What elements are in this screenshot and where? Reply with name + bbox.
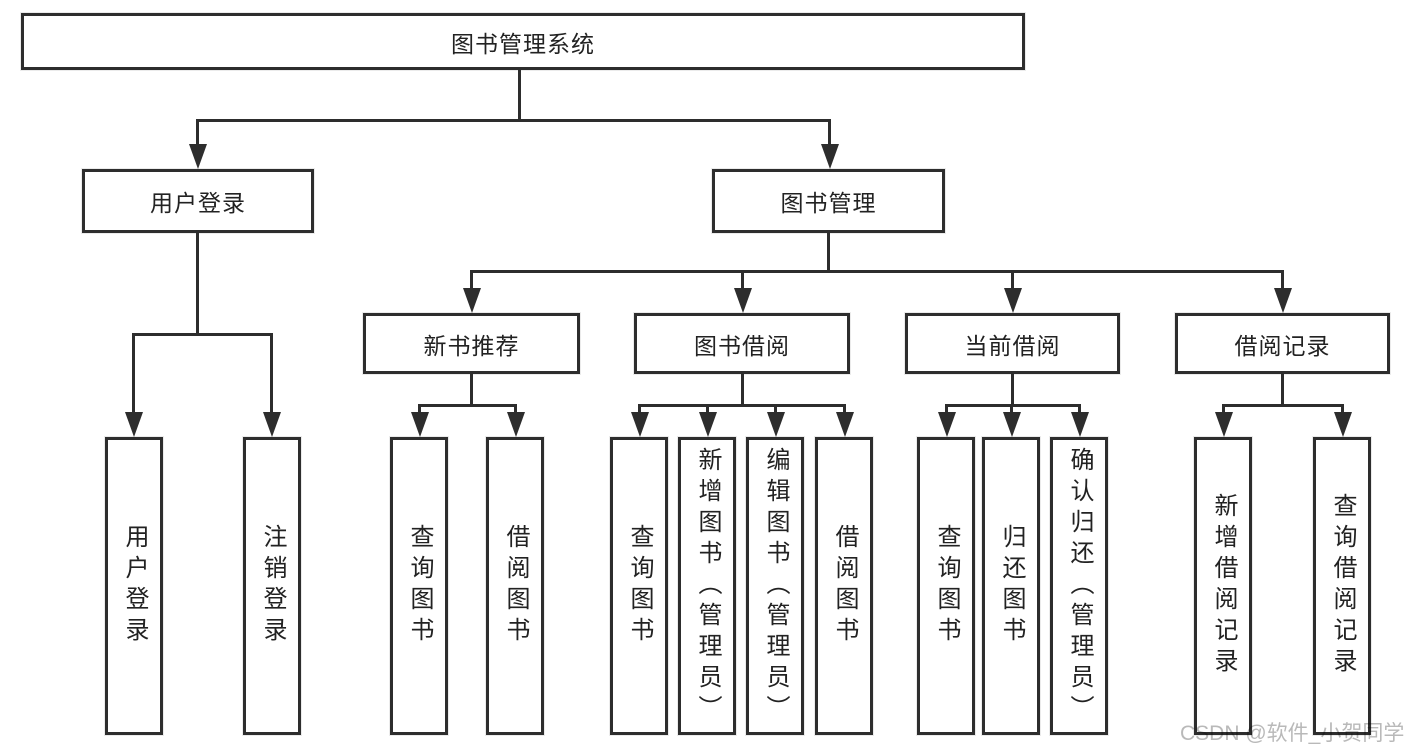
- arrowhead-down-icon: [411, 412, 429, 437]
- node-book-management-label: 图书管理: [780, 190, 877, 216]
- connector-drop: [741, 270, 744, 291]
- connector-group-rail: [1222, 404, 1344, 407]
- arrowhead-down-icon: [767, 412, 785, 437]
- leaf-current-query-books: 查询图书: [917, 437, 975, 735]
- watermark-text: CSDN @软件_小贺同学: [1180, 722, 1405, 745]
- arrowhead-down-icon: [125, 412, 143, 437]
- node-book-borrowing-label: 图书借阅: [694, 332, 790, 359]
- connector-drop: [706, 404, 709, 414]
- arrowhead-down-icon: [263, 412, 281, 437]
- leaf-current-return-books-label: 归还图书: [998, 524, 1025, 648]
- leaf-records-add-record: 新增借阅记录: [1194, 437, 1252, 735]
- leaf-borrowing-query-books: 查询图书: [610, 437, 668, 735]
- arrowhead-down-icon: [938, 412, 956, 437]
- leaf-recommend-query-books-label: 查询图书: [406, 524, 433, 648]
- leaf-borrowing-edit-books-admin: 编辑图书（管理员）: [746, 437, 804, 735]
- connector-drop: [843, 404, 846, 414]
- node-book-borrowing: 图书借阅: [634, 313, 850, 374]
- arrowhead-down-icon: [821, 144, 839, 169]
- arrowhead-down-icon: [1334, 412, 1352, 437]
- leaf-recommend-borrow-books: 借阅图书: [486, 437, 544, 735]
- connector-drop: [418, 404, 421, 414]
- leaf-borrowing-add-books-admin: 新增图书（管理员）: [678, 437, 736, 735]
- connector-group-rail: [418, 404, 517, 407]
- connector-user-login-rail: [132, 333, 273, 336]
- connector-group-stem: [1011, 374, 1014, 407]
- arrowhead-down-icon: [1003, 412, 1021, 437]
- connector-drop: [470, 270, 473, 291]
- connector-group-stem: [1281, 374, 1284, 407]
- node-root-label: 图书管理系统: [451, 30, 595, 57]
- connector-drop: [196, 119, 199, 147]
- connector-drop: [1281, 270, 1284, 291]
- connector-drop: [945, 404, 948, 414]
- leaf-current-confirm-return-admin-label: 确认归还（管理员）: [1066, 446, 1093, 726]
- node-user-login: 用户登录: [82, 169, 314, 233]
- connector-book-mgmt-stem: [827, 233, 830, 273]
- arrowhead-down-icon: [1004, 288, 1022, 313]
- leaf-current-query-books-label: 查询图书: [933, 524, 960, 648]
- leaf-current-confirm-return-admin: 确认归还（管理员）: [1050, 437, 1108, 735]
- connector-level2-rail: [196, 119, 831, 122]
- arrowhead-down-icon: [1071, 412, 1089, 437]
- leaf-current-return-books: 归还图书: [982, 437, 1040, 735]
- arrowhead-down-icon: [699, 412, 717, 437]
- node-borrowing-records-label: 借阅记录: [1234, 332, 1331, 359]
- leaf-logout: 注销登录: [243, 437, 301, 735]
- leaf-borrowing-borrow-books: 借阅图书: [815, 437, 873, 735]
- leaf-records-query-record: 查询借阅记录: [1313, 437, 1371, 735]
- arrowhead-down-icon: [507, 412, 525, 437]
- leaf-borrowing-borrow-books-label: 借阅图书: [831, 524, 858, 648]
- leaf-user-login-label: 用户登录: [121, 524, 148, 648]
- node-new-book-recommend: 新书推荐: [363, 313, 580, 374]
- arrowhead-down-icon: [1274, 288, 1292, 313]
- connector-drop: [1078, 404, 1081, 414]
- leaf-logout-label: 注销登录: [259, 524, 286, 648]
- connector-group-rail: [638, 404, 846, 407]
- connector-drop: [514, 404, 517, 414]
- connector-drop: [1011, 270, 1014, 291]
- connector-drop: [270, 333, 273, 414]
- connector-group-stem: [470, 374, 473, 407]
- connector-root-stem: [518, 70, 521, 122]
- arrowhead-down-icon: [1215, 412, 1233, 437]
- leaf-user-login: 用户登录: [105, 437, 163, 735]
- arrowhead-down-icon: [734, 288, 752, 313]
- leaf-borrowing-add-books-admin-label: 新增图书（管理员）: [694, 446, 721, 726]
- connector-drop: [774, 404, 777, 414]
- connector-drop: [1341, 404, 1344, 414]
- connector-drop: [1222, 404, 1225, 414]
- connector-drop: [638, 404, 641, 414]
- arrowhead-down-icon: [463, 288, 481, 313]
- arrowhead-down-icon: [631, 412, 649, 437]
- node-root: 图书管理系统: [21, 13, 1025, 70]
- connector-drop: [1010, 404, 1013, 414]
- node-book-management: 图书管理: [712, 169, 945, 233]
- arrowhead-down-icon: [189, 144, 207, 169]
- node-current-borrowing-label: 当前借阅: [964, 332, 1061, 359]
- node-current-borrowing: 当前借阅: [905, 313, 1120, 374]
- connector-group-stem: [741, 374, 744, 407]
- connector-drop: [828, 119, 831, 147]
- leaf-borrowing-query-books-label: 查询图书: [626, 524, 653, 648]
- connector-group-rail: [945, 404, 1081, 407]
- leaf-records-add-record-label: 新增借阅记录: [1210, 493, 1237, 679]
- node-borrowing-records: 借阅记录: [1175, 313, 1390, 374]
- leaf-borrowing-edit-books-admin-label: 编辑图书（管理员）: [762, 446, 789, 726]
- leaf-recommend-query-books: 查询图书: [390, 437, 448, 735]
- leaf-recommend-borrow-books-label: 借阅图书: [502, 524, 529, 648]
- leaf-records-query-record-label: 查询借阅记录: [1329, 493, 1356, 679]
- connector-user-login-stem: [196, 233, 199, 336]
- connector-level3-rail: [470, 270, 1284, 273]
- connector-drop: [132, 333, 135, 414]
- arrowhead-down-icon: [836, 412, 854, 437]
- node-new-book-recommend-label: 新书推荐: [423, 332, 520, 359]
- node-user-login-label: 用户登录: [150, 190, 246, 216]
